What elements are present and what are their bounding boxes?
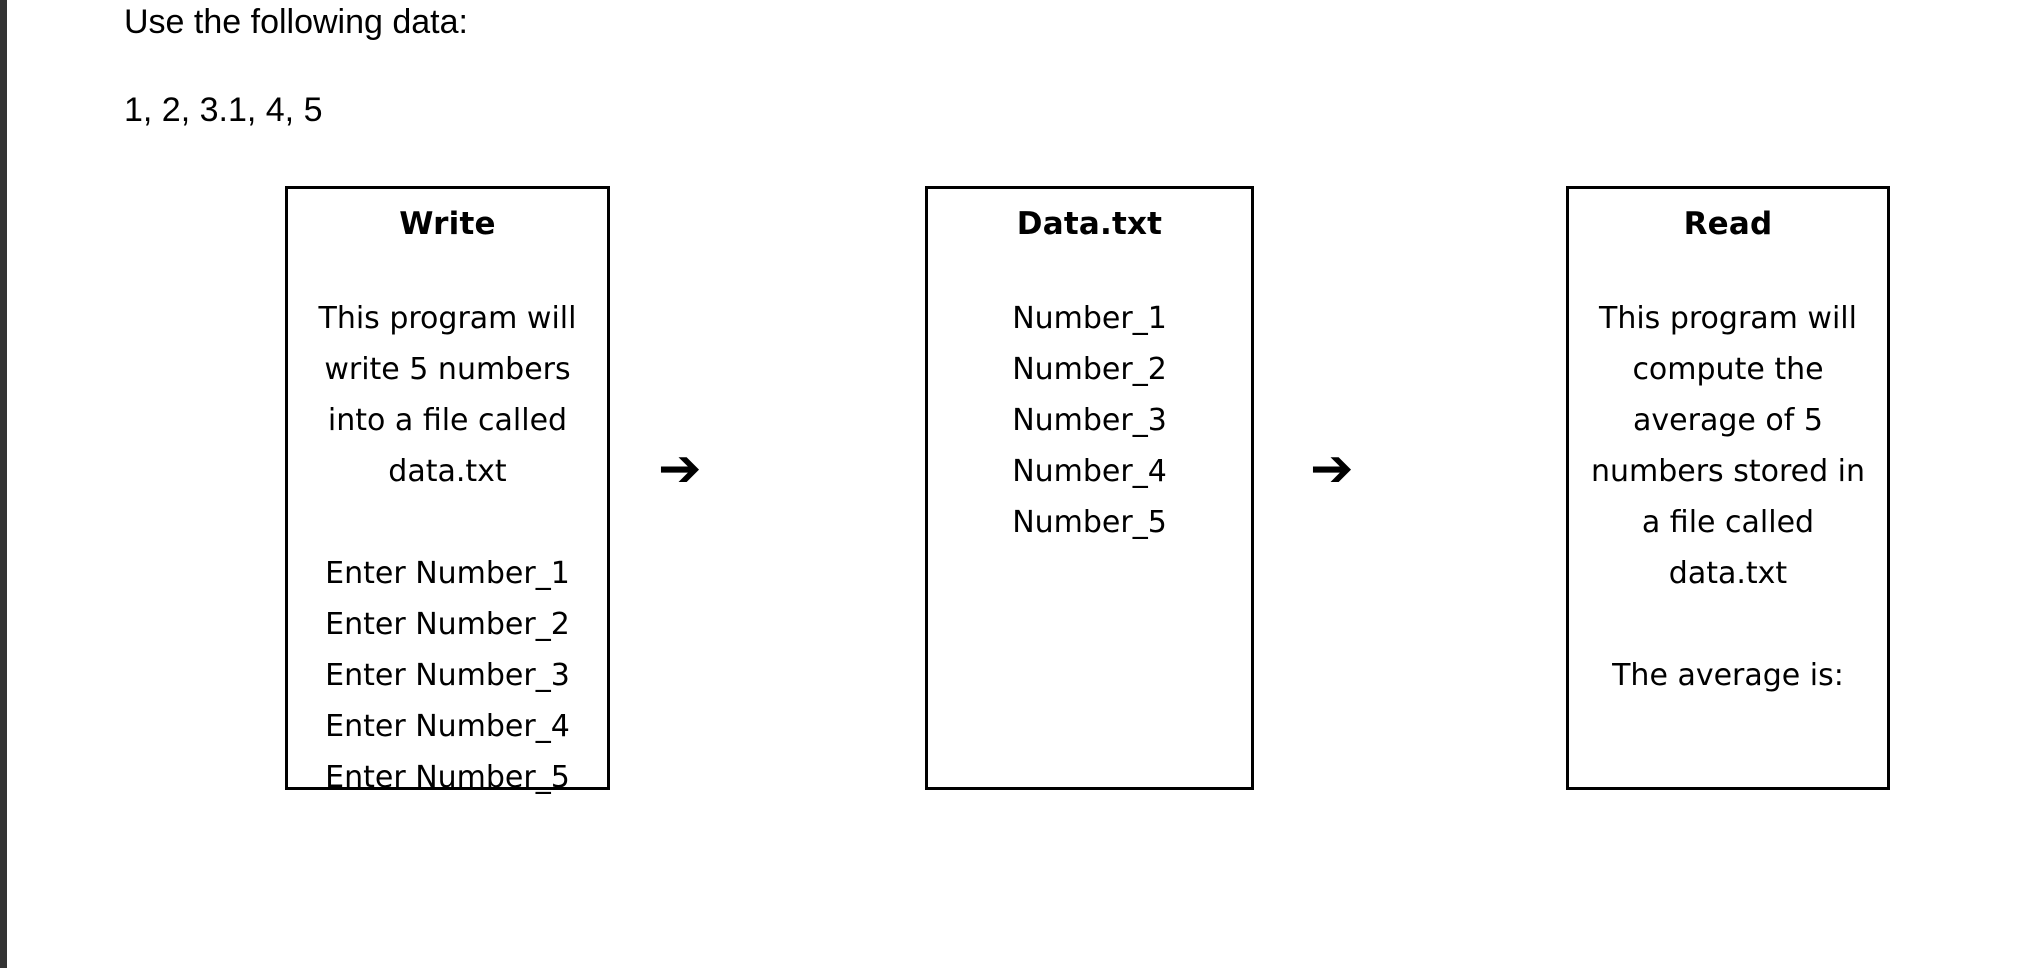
data-txt-line-list: Number_1 Number_2 Number_3 Number_4 Numb… — [936, 293, 1243, 548]
flow-box-read-body: This program will compute the average of… — [1569, 293, 1887, 701]
flow-box-data-txt-body: Number_1 Number_2 Number_3 Number_4 Numb… — [928, 293, 1251, 548]
write-description-line: data.txt — [388, 454, 507, 489]
arrow-right-icon: ➔ — [1310, 439, 1354, 499]
write-description-line: This program will — [318, 301, 577, 336]
flow-box-write-title: Write — [399, 206, 496, 242]
page-edge-strip — [0, 0, 7, 968]
data-txt-line-item: Number_3 — [1012, 403, 1167, 438]
read-output-list: The average is: — [1577, 650, 1879, 701]
write-prompt-list: Enter Number_1 Enter Number_2 Enter Numb… — [296, 548, 599, 803]
flow-box-write: Write This program will write 5 numbers … — [285, 186, 610, 795]
write-description-line: into a file called — [327, 403, 568, 438]
write-prompt-item: Enter Number_1 — [325, 556, 570, 591]
write-prompt-item: Enter Number_4 — [325, 709, 570, 744]
flow-box-read-title: Read — [1683, 206, 1773, 242]
data-txt-line-item: Number_5 — [1012, 505, 1167, 540]
flow-box-data-txt-title: Data.txt — [1016, 206, 1163, 242]
read-body-spacer — [1577, 599, 1879, 650]
read-output-item: The average is: — [1612, 658, 1844, 693]
data-txt-line-item: Number_4 — [1012, 454, 1167, 489]
read-description-line: average of 5 — [1633, 403, 1823, 438]
read-description-line: data.txt — [1668, 556, 1788, 591]
read-description-line: a file called — [1641, 505, 1815, 540]
write-prompt-item: Enter Number_5 — [325, 760, 570, 795]
intro-prompt-text: Use the following data: — [124, 3, 468, 41]
write-description-line: write 5 numbers — [324, 352, 571, 387]
arrow-right-icon: ➔ — [658, 439, 702, 499]
flow-box-read: Read This program will compute the avera… — [1566, 186, 1890, 790]
write-prompt-item: Enter Number_3 — [325, 658, 570, 693]
flow-box-write-body: This program will write 5 numbers into a… — [288, 293, 607, 803]
data-txt-line-item: Number_1 — [1012, 301, 1167, 336]
write-body-spacer — [296, 497, 599, 548]
flow-box-data-txt: Data.txt Number_1 Number_2 Number_3 Numb… — [925, 186, 1254, 790]
data-txt-line-item: Number_2 — [1012, 352, 1167, 387]
read-description-line: numbers stored in — [1590, 454, 1866, 489]
write-prompt-item: Enter Number_2 — [325, 607, 570, 642]
read-description-line: This program will — [1599, 301, 1857, 336]
intro-data-values: 1, 2, 3.1, 4, 5 — [124, 91, 323, 129]
read-description-line: compute the — [1632, 352, 1824, 387]
